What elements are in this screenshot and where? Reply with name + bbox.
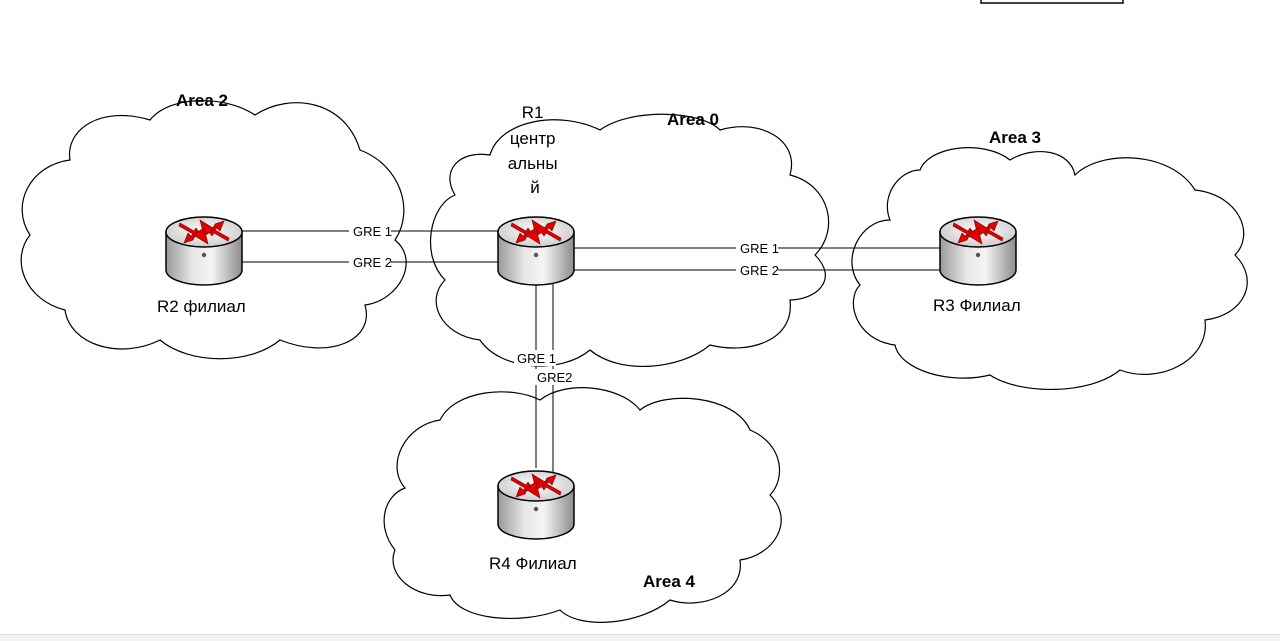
router-r2-icon[interactable] (165, 216, 243, 286)
cloud-area4 (383, 387, 782, 623)
gre-label-r3-2: GRE 2 (740, 263, 779, 278)
bottom-scrollbar[interactable] (0, 634, 1280, 641)
gre-label-r4-1: GRE 1 (517, 351, 556, 366)
router-r3-icon[interactable] (939, 216, 1017, 286)
gre-label-r4-2: GRE2 (537, 370, 572, 385)
gre-label-r2-1: GRE 1 (353, 224, 392, 239)
area-label-3: Area 3 (989, 128, 1041, 147)
router-r4-label: R4 Филиал (489, 554, 577, 573)
gre-label-r2-2: GRE 2 (353, 255, 392, 270)
cloud-area0 (430, 113, 830, 367)
area-label-4: Area 4 (643, 572, 696, 591)
router-r1-icon[interactable] (497, 216, 575, 286)
router-r2-label: R2 филиал (157, 297, 246, 316)
area-label-0: Area 0 (667, 110, 719, 129)
top-right-box (980, 0, 1124, 4)
gre-label-r3-1: GRE 1 (740, 241, 779, 256)
cloud-area3 (851, 147, 1248, 391)
router-r3-label: R3 Филиал (933, 296, 1021, 315)
router-r1-label: R1 центр альны й (508, 103, 563, 197)
area-label-2: Area 2 (176, 91, 228, 110)
router-r4-icon[interactable] (497, 470, 575, 540)
